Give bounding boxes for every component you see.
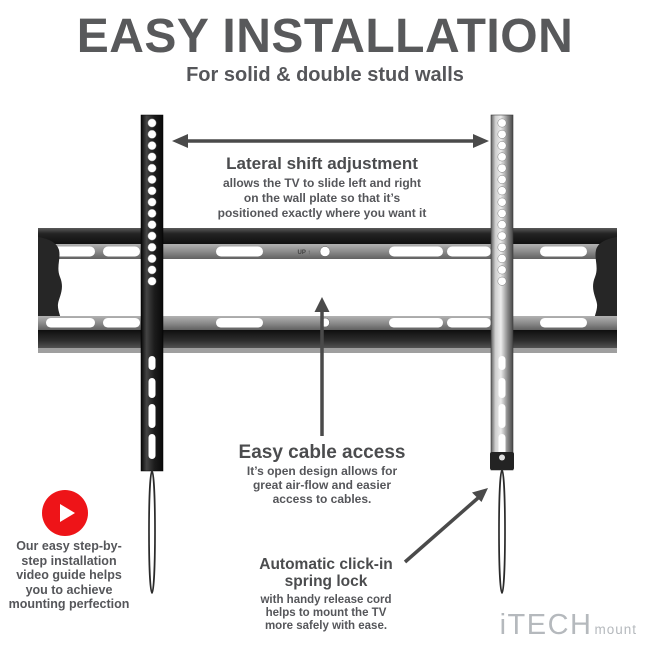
note-line: allows the TV to slide left and right [222,176,422,190]
page-title: EASY INSTALLATION [76,10,574,63]
cable-access-heading: Easy cable access [238,442,406,463]
cable-access-arrow [314,297,330,436]
right-release-cord [498,469,506,594]
play-icon [59,504,75,522]
note-line: great air-flow and easier [252,478,392,492]
wall-plate: UP ↑ [38,228,617,353]
note-line: you to achieve [25,582,113,597]
lateral-shift-arrow [172,134,489,148]
brand-suffix: mount [594,622,637,637]
note-line: helps to mount the TV [265,607,387,619]
note-line: access to cables. [272,492,372,506]
lateral-shift-note: Lateral shift adjustment allows the TV t… [162,153,482,221]
brand-name: iTECH [499,609,593,641]
note-line: It’s open design allows for [246,464,398,478]
video-play-button[interactable] [42,490,88,536]
right-tv-bracket [490,114,514,594]
note-line: mounting perfection [8,597,130,612]
spring-lock-heading: spring lock [284,572,368,590]
spring-lock-heading: Automatic click-in [259,556,393,573]
spring-lock-note: Automatic click-in spring lock with hand… [196,556,456,633]
note-line: more safely with ease. [264,620,388,632]
video-guide-note: Our easy step-by- step installation vide… [0,539,138,612]
brand-logo: iTECH mount [500,609,637,642]
wall-plate-slots-bottom [46,318,587,328]
spring-lock-arrow [403,488,488,564]
note-line: positioned exactly where you want it [217,206,427,220]
page-subtitle: For solid & double stud walls [186,64,464,86]
note-line: video guide helps [16,568,122,583]
cable-access-note: Easy cable access It’s open design allow… [192,441,452,506]
note-line: on the wall plate so that it’s [243,191,401,205]
note-line: Our easy step-by- [16,539,122,553]
left-tv-bracket [140,114,164,594]
note-line: with handy release cord [260,594,392,606]
left-release-cord [148,470,156,594]
note-line: step installation [21,553,117,568]
spring-lock-mechanism [490,452,514,470]
annotation-arrows [172,134,489,564]
up-marking-label: UP ↑ [298,250,311,256]
lateral-shift-heading: Lateral shift adjustment [226,154,418,173]
